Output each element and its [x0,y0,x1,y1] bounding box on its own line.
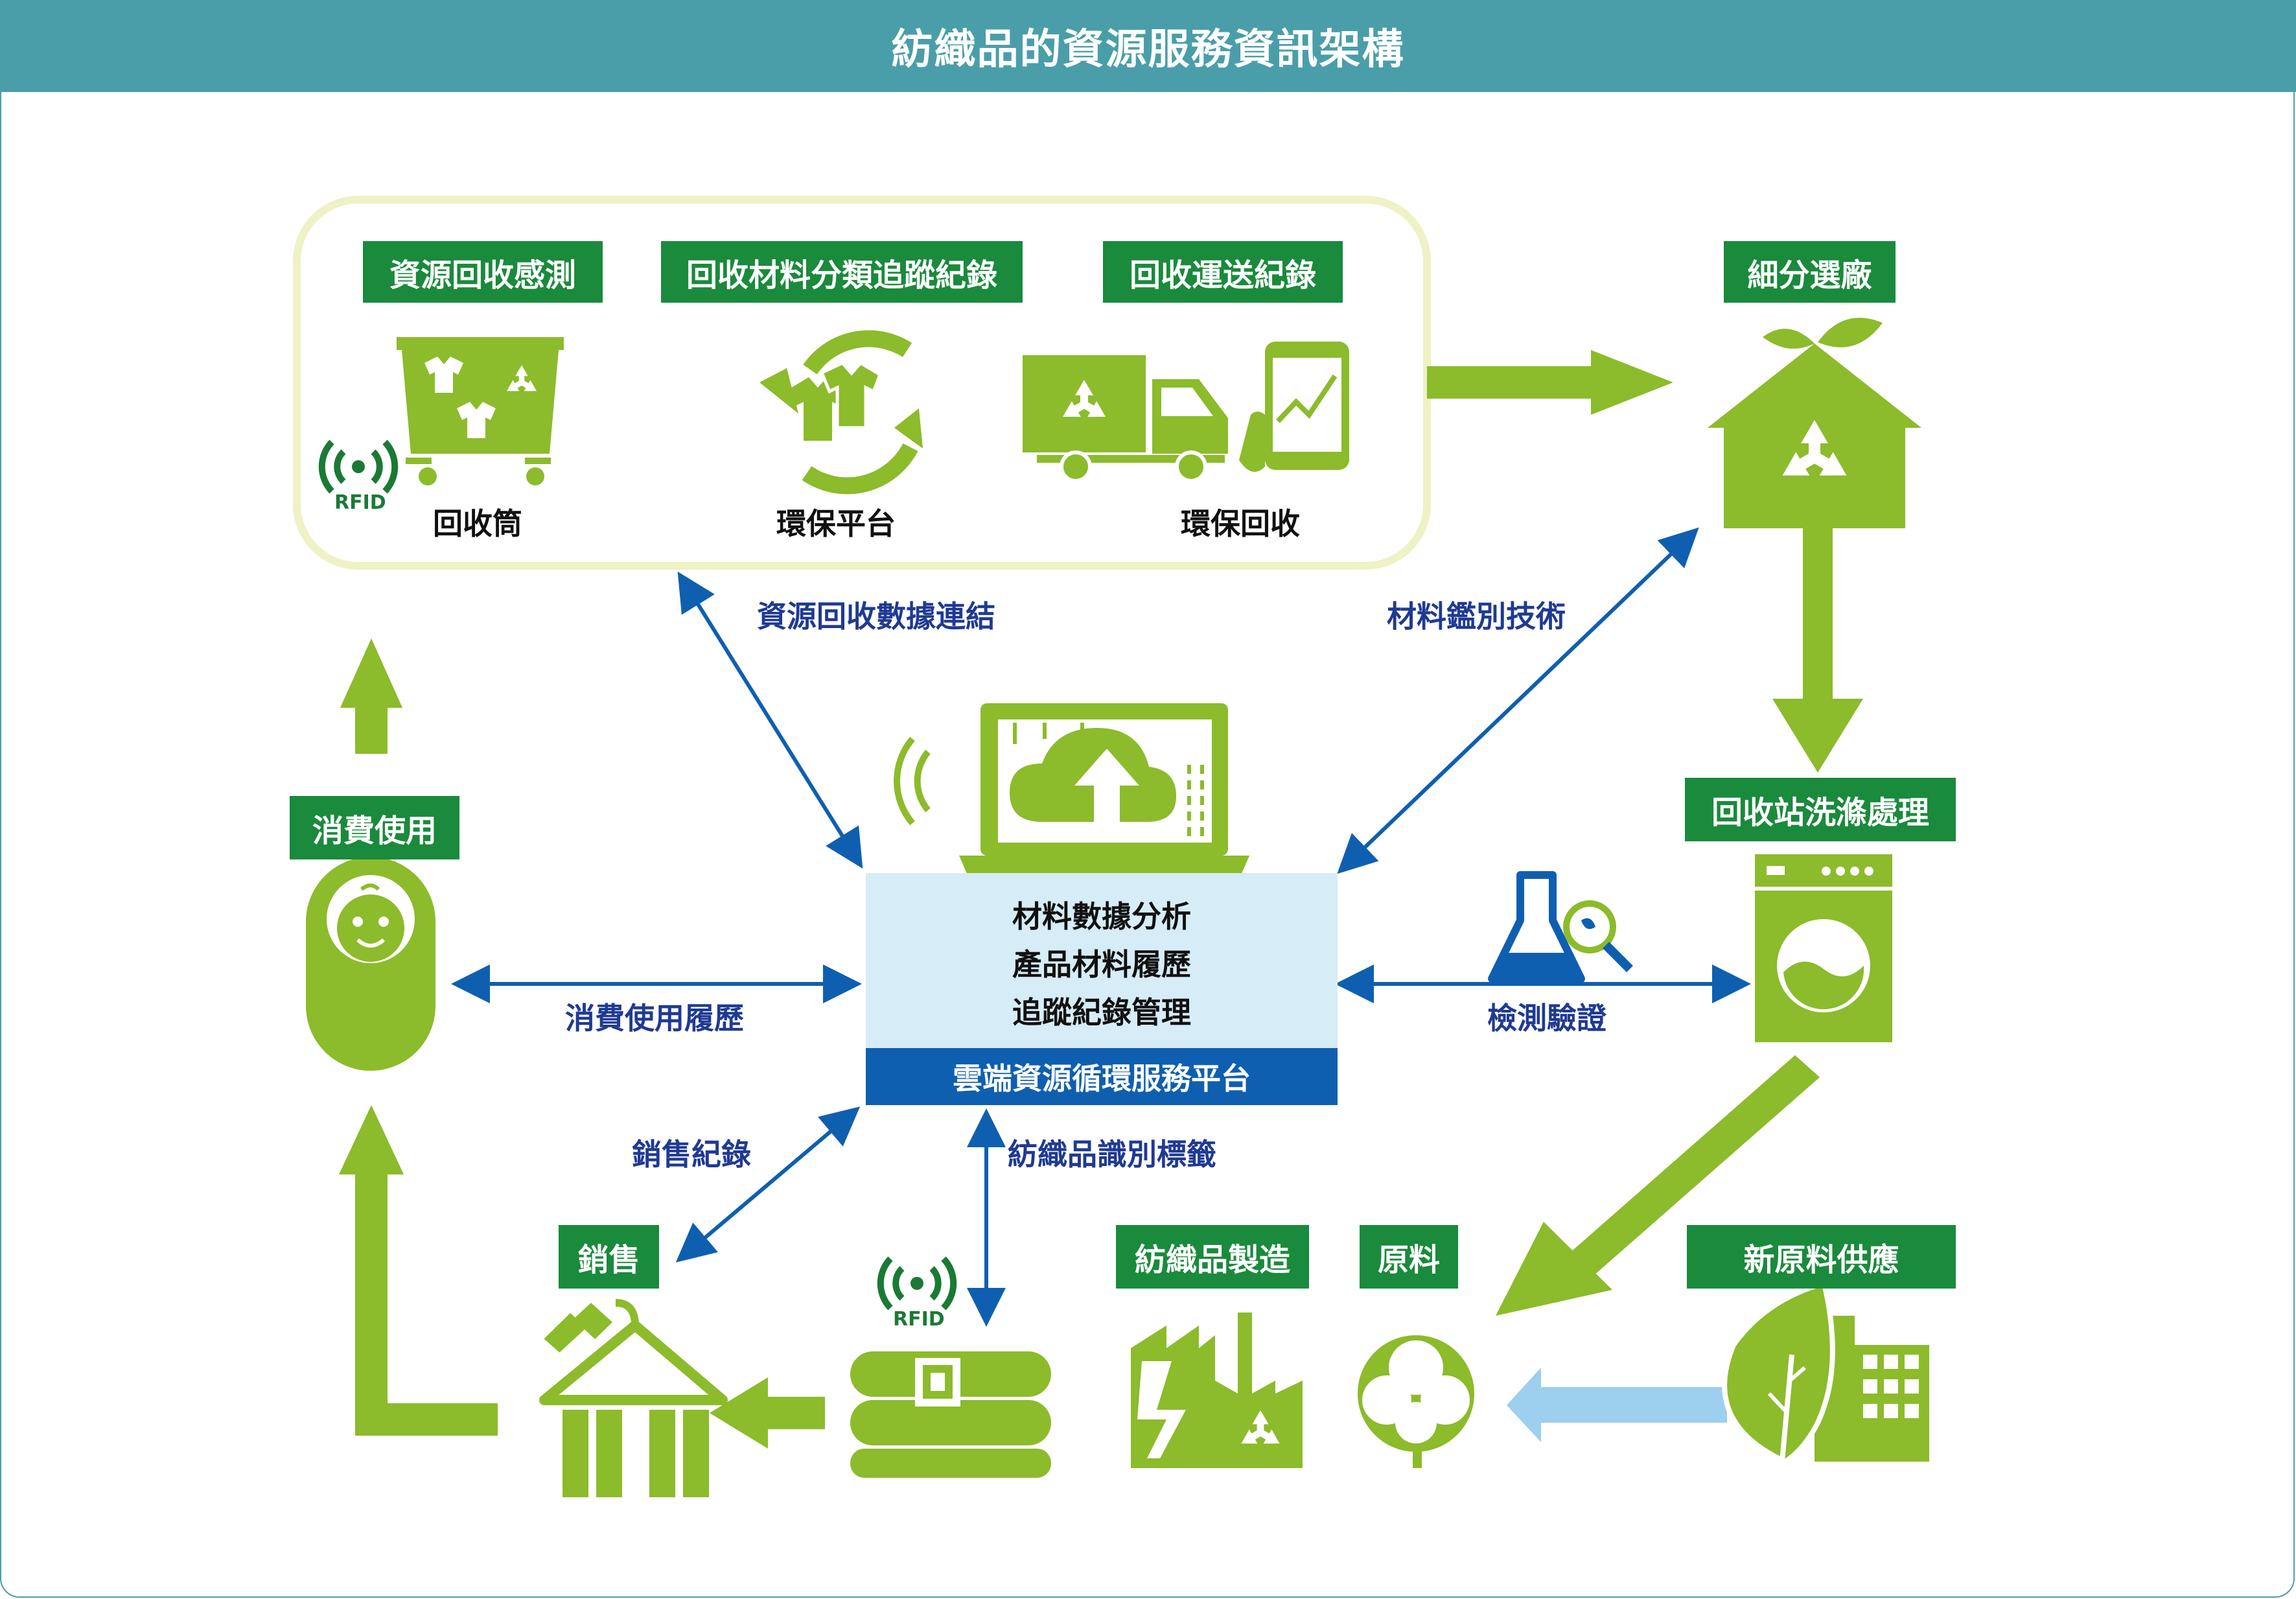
folded-textile-icon [850,1351,1051,1478]
platform-line-history: 產品材料履歷 [1012,947,1191,982]
page-title: 紡織品的資源服務資訊架構 [0,0,2296,92]
arrow-collection-to-sorting [1427,350,1673,415]
tag-raw-material: 原料 [1360,1225,1458,1289]
label-eco-recycle: 環保回收 [1181,506,1300,541]
smartphone-chart-icon [1239,342,1349,472]
platform-line-analysis: 材料數據分析 [1012,899,1191,934]
arrow-supply-to-raw [1507,1368,1727,1442]
link-usage-history: 消費使用履歷 [565,1001,744,1036]
link-sales-record: 銷售紀錄 [632,1137,751,1172]
cloud-laptop-icon [894,703,1249,875]
cotton-icon [1358,1335,1474,1468]
rfid-icon [318,439,399,494]
washing-machine-icon [1755,854,1892,1042]
arrow-sales-to-consumer [339,1105,498,1436]
link-data-connection: 資源回收數據連結 [757,599,995,634]
leaf-building-icon [1722,1280,1929,1465]
baby-icon [306,857,435,1071]
tag-new-raw-supply: 新原料供應 [1687,1225,1956,1289]
blue-connectors [451,527,1751,1327]
label-recycle-bin: 回收筒 [433,506,522,541]
arrow-consumer-to-bin [340,638,402,754]
tag-transport-record: 回收運送紀錄 [1103,241,1343,303]
flask-magnifier-icon [1488,871,1633,983]
platform-line-tracking: 追蹤紀錄管理 [1012,995,1191,1030]
tag-recycle-sensing: 資源回收感測 [363,241,603,303]
arrow-textile-to-sales [710,1377,825,1449]
tag-sorting-plant: 細分選廠 [1724,241,1896,303]
recycle-bin-icon [397,337,564,485]
arrow-sorting-to-washing [1772,528,1863,773]
arrow-washing-to-raw [1496,1055,1820,1316]
rfid-icon [877,1256,957,1311]
cloud-platform: 材料數據分析 產品材料履歷 追蹤紀錄管理 雲端資源循環服務平台 [866,873,1338,1105]
tag-manufacture: 紡織品製造 [1116,1225,1309,1289]
link-textile-label: 紡織品識別標籤 [1008,1137,1216,1172]
tag-sorting-tracking: 回收材料分類追蹤紀錄 [661,241,1023,303]
rfid-label: RFID [334,491,386,514]
tag-washing: 回收站洗滌處理 [1685,778,1956,841]
recycle-house-icon [1708,318,1921,528]
tag-consumer-use: 消費使用 [290,796,459,859]
link-material-identification: 材料鑑別技術 [1387,599,1566,634]
recycle-clothes-icon [760,330,923,495]
hanger-tag-icon [539,1299,728,1497]
recycle-truck-icon [1023,355,1228,483]
rfid-label-textile: RFID [893,1308,945,1331]
link-testing: 檢測驗證 [1487,1001,1606,1036]
tag-sales: 銷售 [559,1225,659,1289]
label-eco-platform: 環保平台 [776,506,896,541]
factory-icon [1131,1313,1303,1468]
platform-name: 雲端資源循環服務平台 [866,1048,1338,1105]
